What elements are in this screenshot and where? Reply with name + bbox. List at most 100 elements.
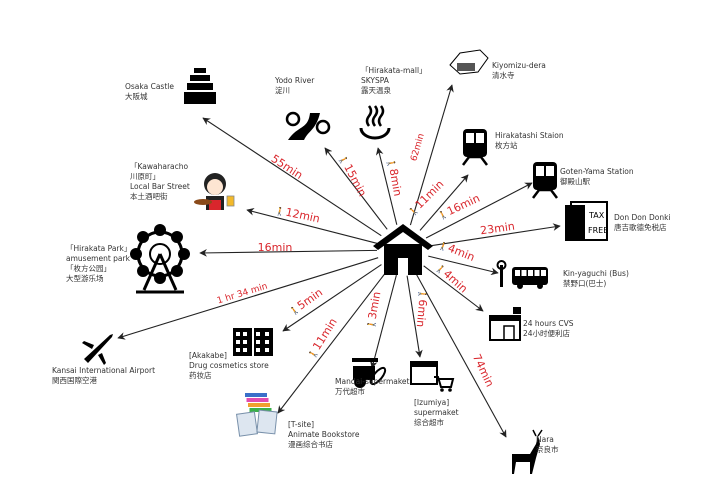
travel-time-kiyomizu: 62min bbox=[409, 132, 426, 162]
train-icon bbox=[532, 162, 558, 199]
label-line: 淀川 bbox=[275, 86, 290, 95]
label-line: 奈良市 bbox=[536, 445, 559, 454]
route-arrow-t-site bbox=[277, 270, 388, 414]
travel-time-donki: 23min bbox=[479, 220, 515, 238]
label-line: Local Bar Street bbox=[130, 182, 190, 191]
ferris-wheel-icon bbox=[130, 224, 190, 294]
label-line: 枚方站 bbox=[495, 141, 518, 150]
travel-time-t-site: 11min bbox=[310, 316, 339, 352]
label-line: [Izumiya] bbox=[414, 398, 450, 407]
label-line: Kiyomizu-dera bbox=[492, 61, 546, 70]
route-arrow-izumiya bbox=[406, 275, 423, 358]
label-line: Don Don Donki bbox=[614, 213, 671, 222]
route-arrow-hirakata-park bbox=[199, 249, 378, 257]
hot-spring-icon bbox=[359, 105, 391, 140]
label-line: 御殿山駅 bbox=[560, 177, 590, 186]
label-line: 漫画综合书店 bbox=[288, 440, 333, 449]
label-line: 大型游乐场 bbox=[66, 274, 104, 283]
label-line: 24小时便利店 bbox=[523, 329, 571, 338]
travel-time-yodo-river: 15min bbox=[341, 162, 369, 199]
walking-person-icon: 🚶 bbox=[337, 154, 351, 167]
route-arrow-kiyomizu bbox=[409, 84, 454, 226]
label-line: 清水寺 bbox=[492, 71, 515, 80]
label-line: Yodo River bbox=[275, 76, 315, 85]
travel-time-izumiya: 6min bbox=[414, 299, 429, 328]
label-line: amusement park bbox=[66, 254, 130, 263]
train-icon bbox=[462, 129, 488, 166]
home-icon bbox=[373, 224, 433, 275]
label-line: 大阪城 bbox=[125, 92, 148, 101]
route-arrow-nara bbox=[415, 272, 507, 438]
label-line: [T-site] bbox=[288, 420, 314, 429]
travel-time-kawaharacho: 12min bbox=[284, 206, 321, 226]
bar-girl-icon bbox=[194, 173, 235, 210]
route-arrow-akakabe bbox=[282, 264, 382, 332]
walking-person-icon: 🚶 bbox=[437, 240, 450, 253]
route-arrow-skyspa bbox=[375, 147, 398, 225]
label-line: 「Kawaharacho bbox=[130, 162, 189, 171]
label-line: 万代超市 bbox=[335, 387, 365, 396]
walking-person-icon: 🚶 bbox=[306, 347, 320, 361]
travel-time-osaka-castle: 55min bbox=[269, 152, 305, 182]
label-line: Osaka Castle bbox=[125, 82, 174, 91]
route-arrow-hirakatashi-station bbox=[419, 174, 469, 231]
route-arrow-kawaharacho bbox=[246, 207, 378, 245]
free-text: FREE bbox=[588, 226, 608, 235]
river-icon bbox=[285, 111, 331, 140]
travel-time-mandai: 3min bbox=[366, 291, 384, 321]
label-line: Kansai International Airport bbox=[52, 366, 156, 375]
label-line: 川原町」 bbox=[130, 172, 160, 181]
castle-icon bbox=[184, 68, 216, 104]
travel-time-bus: 4min bbox=[446, 242, 477, 264]
walking-person-icon: 🚶 bbox=[274, 205, 286, 217]
label-line: 综合超市 bbox=[414, 418, 444, 427]
travel-time-skyspa: 8min bbox=[387, 168, 405, 198]
walking-person-icon: 🚶 bbox=[434, 262, 448, 276]
deer-icon bbox=[512, 429, 543, 474]
label-line: 「Hirakata Park」 bbox=[66, 244, 132, 253]
destination-label-hirakata-park: 「Hirakata Park」amusement park「枚方公园」大型游乐场 bbox=[66, 244, 131, 284]
label-line: Drug cosmetics store bbox=[189, 361, 269, 370]
travel-time-hirakata-park: 16min bbox=[258, 241, 293, 254]
walking-person-icon: 🚶 bbox=[436, 208, 449, 221]
bus-icon bbox=[496, 260, 548, 289]
route-arrow-goten-yama bbox=[425, 182, 533, 239]
destination-label-bus: Kin-yaguchi (Bus)禁野口(巴士) bbox=[563, 269, 629, 289]
temple-icon bbox=[449, 49, 489, 75]
label-line: [Akakabe] bbox=[189, 351, 227, 360]
travel-time-akakabe: 5min bbox=[295, 286, 325, 313]
route-arrow-bus bbox=[428, 255, 499, 276]
label-line: 本土酒吧街 bbox=[130, 192, 168, 201]
label-line: supermaket bbox=[414, 408, 459, 417]
walking-person-icon: 🚶 bbox=[366, 318, 378, 330]
books-icon bbox=[235, 393, 278, 437]
route-arrow-osaka-castle bbox=[202, 117, 382, 237]
label-line: 禁野口(巴士) bbox=[563, 279, 607, 288]
route-arrow-mandai bbox=[370, 275, 397, 369]
label-line: 「枚方公园」 bbox=[66, 264, 111, 273]
label-line: Nara bbox=[536, 435, 554, 444]
grocery-icon bbox=[352, 358, 387, 388]
label-line: 药妆店 bbox=[189, 371, 212, 380]
walking-person-icon: 🚶 bbox=[288, 303, 302, 317]
label-line: Kin-yaguchi (Bus) bbox=[563, 269, 629, 278]
walking-person-icon: 🚶 bbox=[417, 289, 428, 300]
label-line: 露天温泉 bbox=[361, 86, 391, 95]
route-arrow-cvs bbox=[423, 265, 484, 312]
walking-person-icon: 🚶 bbox=[386, 158, 398, 170]
